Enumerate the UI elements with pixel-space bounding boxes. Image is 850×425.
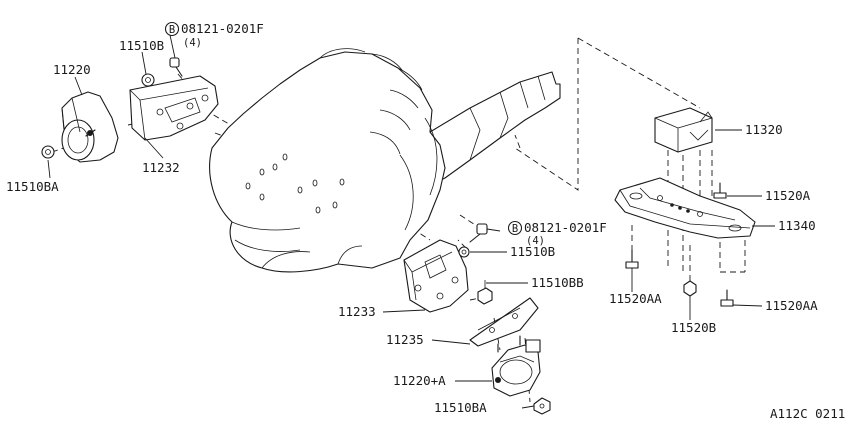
label-11520A: 11520A	[765, 188, 811, 203]
label-11510BA-bottom: 11510BA	[434, 400, 487, 415]
part-11510BA-washer-left	[41, 145, 55, 159]
bolt-badge-mid: B	[507, 220, 523, 236]
part-11510BA-nut-lower	[533, 397, 551, 415]
label-11320: 11320	[745, 122, 783, 137]
part-labels: 11220 11510B 08121-0201F (4) 11232 11510…	[6, 21, 845, 421]
part-11510BB-nut	[477, 280, 493, 305]
badge-letter-mid: B	[512, 223, 518, 235]
label-bolt-top-qty: (4)	[183, 37, 202, 49]
part-11220A-insulator-lower	[491, 335, 541, 397]
part-11340-crossmember	[614, 177, 756, 239]
label-11510BB: 11510BB	[531, 275, 584, 290]
leader-lines	[47, 34, 775, 409]
label-bolt-top: 08121-0201F	[181, 21, 264, 36]
label-11340: 11340	[778, 218, 816, 233]
label-11235: 11235	[386, 332, 424, 347]
part-11220-insulator-left	[61, 91, 119, 163]
part-11233-bracket-lower	[403, 223, 488, 313]
label-11520B: 11520B	[671, 320, 716, 335]
label-11510B-mid: 11510B	[510, 244, 555, 259]
part-11320-rear-mount	[654, 107, 713, 153]
label-11233: 11233	[338, 304, 376, 319]
label-11220: 11220	[53, 62, 91, 77]
bolt-badge-top: B	[164, 21, 180, 37]
part-11232-bracket-left	[129, 57, 219, 141]
crossmember-fasteners	[625, 182, 734, 307]
label-11232: 11232	[142, 160, 180, 175]
label-11220A: 11220+A	[393, 373, 446, 388]
part-11235-plate	[469, 297, 539, 347]
label-bolt-mid-qty: (4)	[526, 235, 545, 247]
label-11520AA-left: 11520AA	[609, 291, 662, 306]
badge-letter-top: B	[169, 24, 175, 36]
label-bolt-mid: 08121-0201F	[524, 220, 607, 235]
label-11520AA-right: 11520AA	[765, 298, 818, 313]
figure-code: A112C 0211	[770, 406, 845, 421]
label-11510B-top: 11510B	[119, 38, 164, 53]
label-11510BA-left: 11510BA	[6, 179, 59, 194]
engine-transmission-assembly	[209, 48, 561, 273]
